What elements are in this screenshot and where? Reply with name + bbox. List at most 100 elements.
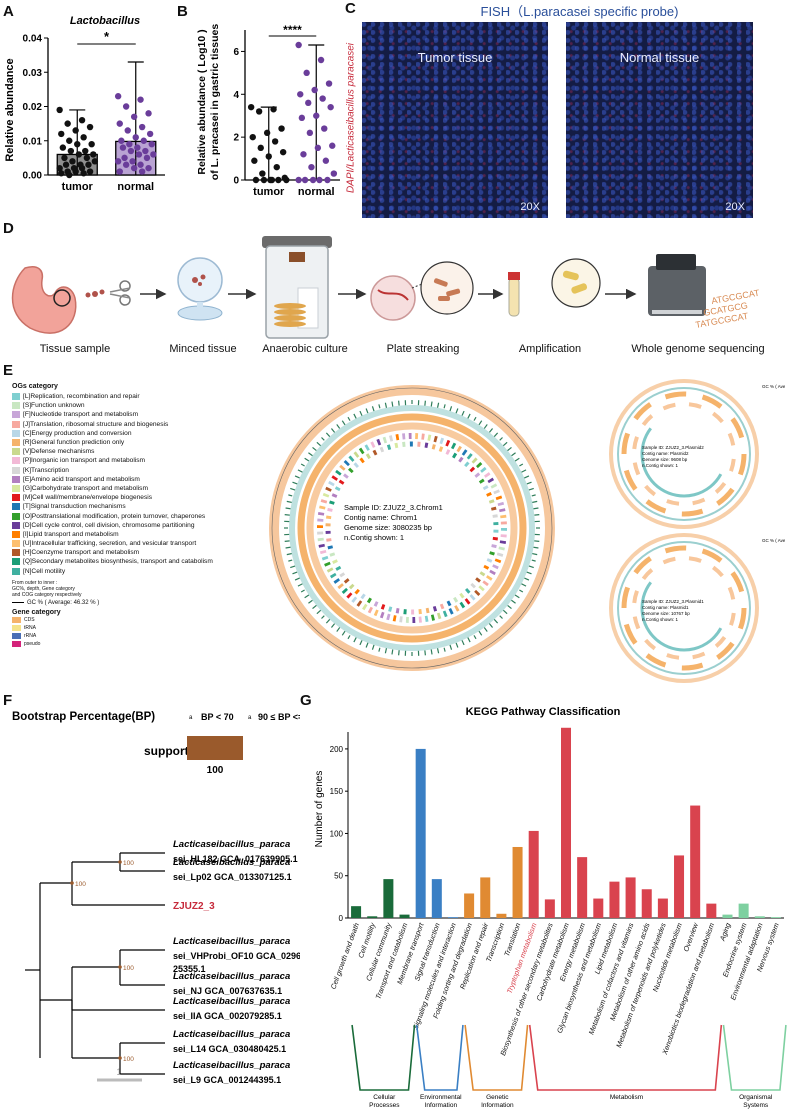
data-point [61, 154, 68, 162]
gene-cat-label: rRNA [24, 632, 37, 639]
cog-arc [386, 613, 391, 621]
scissors-icon [85, 280, 131, 306]
panel-label-d: D [3, 220, 14, 237]
plasmid2-info-line: Contig name: Plasmid2 [642, 451, 689, 456]
data-point [78, 164, 86, 172]
data-point [314, 144, 322, 152]
cog-arc [486, 558, 493, 563]
plasmid1-cds-arc [681, 662, 704, 671]
plasmid2-cds-arc [645, 499, 667, 514]
depth-tick [513, 593, 520, 599]
cog-arc [451, 442, 457, 450]
data-point [83, 154, 91, 162]
support-swatch [187, 736, 243, 760]
cog-arc [373, 609, 379, 617]
y-tick-label: 0.01 [23, 136, 43, 147]
cog-arc [456, 445, 462, 453]
cog-arc [353, 451, 360, 458]
cog-arc [446, 600, 452, 607]
cog-label: [I]Lipid transport and metabolism [23, 530, 119, 538]
cds-ring-inner [306, 422, 518, 634]
chrom-info-line: Genome size: 3080235 bp [344, 523, 432, 532]
kegg-bar [690, 805, 701, 918]
panel-label-e: E [3, 362, 14, 379]
data-point [311, 86, 318, 94]
cog-arc [332, 559, 338, 564]
x-tick-label: tumor [62, 181, 94, 193]
data-point [85, 161, 92, 168]
outer-note-line: GC%, depth, Gene category [12, 585, 75, 592]
cog-arc [471, 457, 478, 464]
gene-cat-swatch [12, 640, 21, 647]
outer-note-line: From outer to inner : [12, 579, 58, 586]
depth-tick [424, 650, 426, 656]
group-bracket [464, 1024, 529, 1091]
chart-a: Lactobacillus Relative abundance 0.000.0… [4, 15, 165, 193]
bp-marker-a: a [189, 715, 193, 721]
cog-arc [326, 567, 334, 573]
cog-arc [337, 583, 344, 590]
data-point [297, 91, 304, 98]
cog-arc [346, 592, 353, 599]
depth-tick [499, 437, 503, 441]
cog-legend: OGs category [L]Replication, recombinati… [12, 383, 252, 648]
taxon-label: Lacticaseibacillus_paraca [173, 857, 290, 868]
kegg-bar [367, 916, 378, 918]
cog-arc [482, 580, 489, 587]
data-point [330, 170, 338, 177]
data-point [249, 133, 256, 141]
data-point [69, 158, 76, 165]
data-point [259, 170, 266, 177]
cog-arc [474, 472, 481, 478]
plasmid2-depth-ring [617, 387, 751, 521]
plasmid2-cds-arc [737, 453, 747, 476]
step-whole-genome-sequencing: Whole genome sequencing [631, 343, 765, 355]
kegg-y-tick-label: 100 [330, 829, 344, 838]
depth-tick [430, 401, 433, 407]
cog-arc [341, 587, 348, 594]
tree-body: 100100100100Lacticaseibacillus_paracasei… [25, 839, 300, 1085]
cog-arc [367, 606, 373, 614]
cog-arc [487, 477, 495, 484]
data-point [271, 138, 279, 145]
data-point [327, 103, 334, 111]
cog-arc [475, 577, 481, 583]
data-point [251, 157, 258, 164]
depth-tick [341, 629, 347, 636]
plasmid2-cds-arc [729, 458, 736, 472]
cog-legend-item: [R]General function prediction only [12, 438, 252, 447]
cog-arc [459, 601, 466, 609]
data-point [283, 176, 290, 184]
plasmid2-cds-arc [664, 391, 687, 400]
plate-icon [370, 261, 474, 321]
gene-cat-item: tRNA [12, 624, 252, 632]
cog-arc [469, 594, 476, 601]
chrom-info-line: Contig name: Chrom1 [344, 513, 417, 522]
cog-arc [343, 473, 349, 479]
kegg-bar [383, 879, 394, 918]
plasmid2-cds-arc [730, 417, 745, 439]
depth-tick [507, 604, 512, 610]
kegg-bar [722, 914, 733, 918]
cog-arc [358, 447, 365, 455]
plasmid2-gc-legend: GC % ( Average: 40.98 % ) [762, 384, 785, 389]
cog-arc [395, 608, 400, 614]
taxon-label: 25355.1 [173, 964, 206, 974]
data-point [295, 41, 302, 49]
plasmid2-cds-arc [727, 432, 736, 446]
kegg-bar [399, 914, 410, 918]
cog-arc [492, 564, 499, 570]
group-label: Genetic [486, 1094, 509, 1101]
cog-arc [466, 453, 473, 460]
cog-legend-item: [E]Amino acid transport and metabolism [12, 475, 252, 484]
depth-tick [294, 475, 300, 479]
tube-icon [508, 258, 601, 317]
chrom-info-line: Sample ID: ZJUZ2_3.Chrom1 [344, 503, 443, 512]
plasmid2-info-line: n.Contig shown: 1 [642, 463, 679, 468]
depth-tick [519, 463, 524, 467]
cog-swatch [12, 420, 20, 428]
depth-tick [286, 552, 293, 556]
data-point [324, 176, 331, 184]
data-point [140, 137, 147, 144]
